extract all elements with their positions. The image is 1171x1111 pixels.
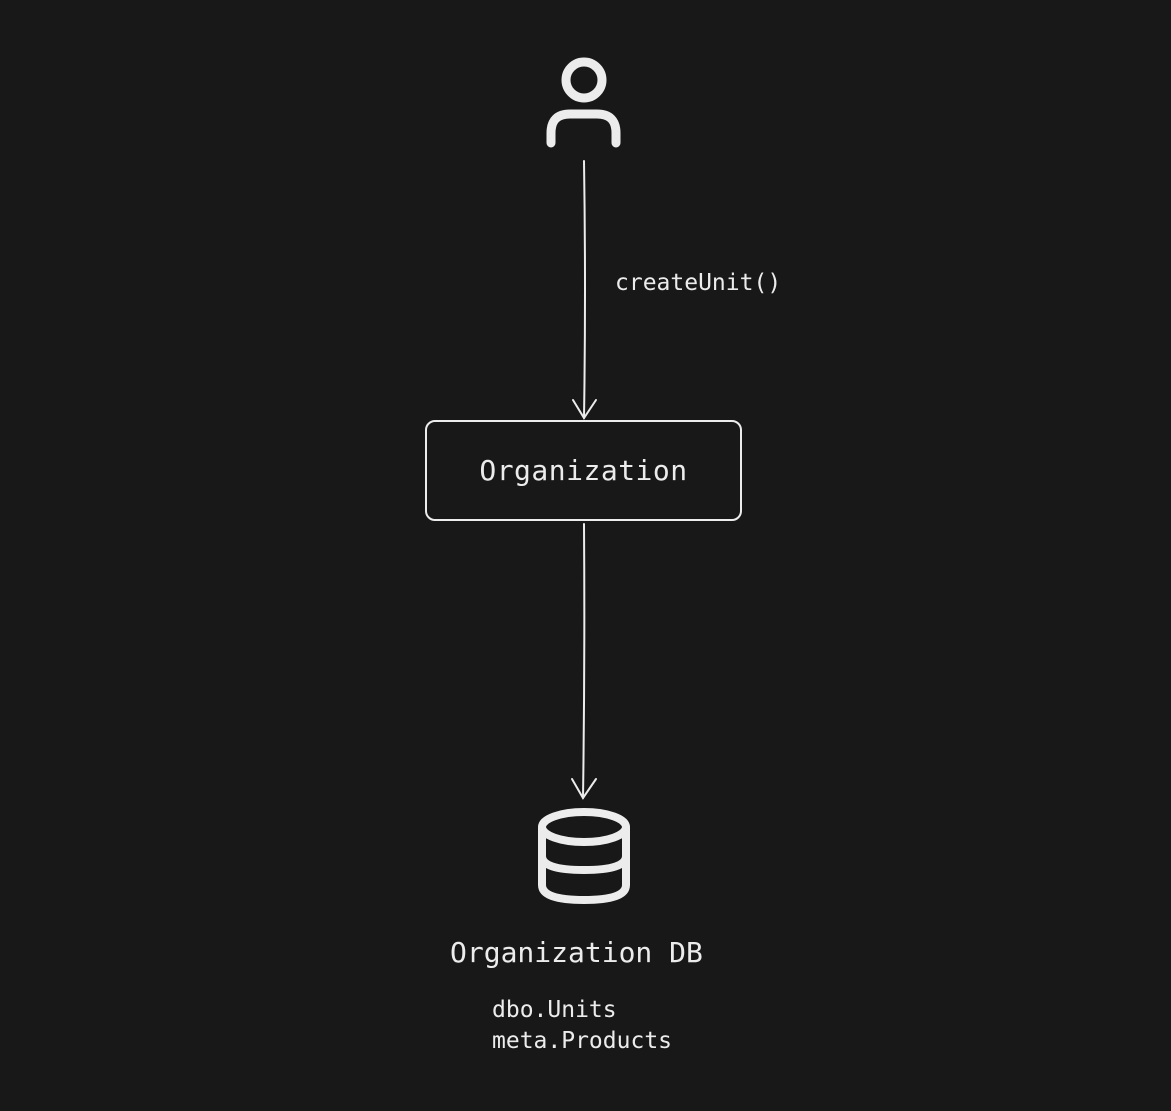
user-icon [546, 57, 621, 148]
database-table-item: meta.Products [492, 1028, 673, 1054]
edge-label-create-unit: createUnit() [615, 270, 782, 296]
database-title: Organization DB [450, 936, 703, 969]
database-table-list: dbo.Units meta.Products [492, 995, 672, 1057]
organization-service-node: Organization [425, 420, 742, 521]
arrow-actor-to-service [572, 160, 597, 420]
arrow-service-to-database [571, 523, 597, 800]
database-table-item: dbo.Units [492, 997, 617, 1023]
database-icon [538, 808, 630, 904]
organization-service-label: Organization [479, 454, 688, 487]
